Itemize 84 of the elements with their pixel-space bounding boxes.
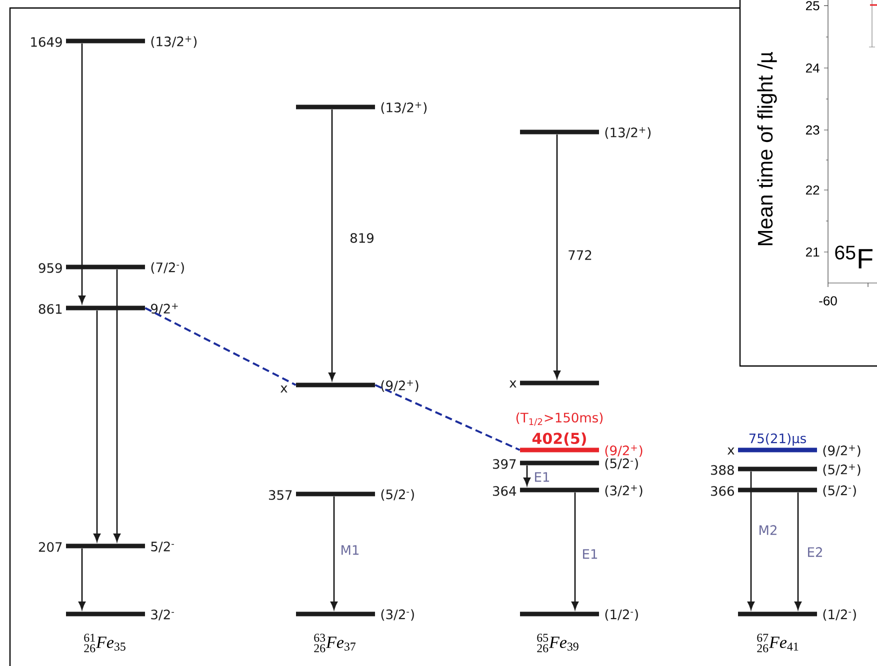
node-label: 861 [38, 304, 62, 314]
tick-label: 23 [806, 125, 820, 135]
energy-level: (13/2$^{+}$) [520, 127, 651, 139]
tick-label: 25 [806, 1, 820, 10]
energy-level: 959 (7/2$^{-}$) [38, 262, 184, 274]
energy-level: 364 (3/2$^{+}$) [492, 485, 642, 497]
isotope-label: ${}^{63}_{26}Fe_{37}$ [314, 634, 356, 652]
energy-level: 388 (5/2$^{+}$) [710, 464, 860, 476]
tick-label: 21 [806, 247, 820, 257]
node-label: (5/2$^{+}$) [823, 464, 860, 476]
energy-level: 1649 (13/2$^{+}$) [31, 36, 197, 48]
arrow [94, 310, 100, 542]
node-label: 1649 [31, 37, 62, 47]
tick-label: 22 [806, 185, 820, 195]
node-label: (1/2$^{-}$) [605, 609, 638, 621]
node-label: (3/2$^{+}$) [605, 485, 642, 497]
energy-level: x [510, 380, 599, 388]
tick-label: 24 [806, 63, 820, 73]
node-label: (5/2$^{-}$) [605, 458, 638, 470]
energy-level: (1/2$^{-}$) [520, 609, 638, 621]
arrow [794, 492, 802, 610]
node-label: (5/2$^{-}$) [823, 485, 856, 497]
node-label: (13/2$^{+}$) [605, 127, 651, 139]
edge-label: 772 [566, 249, 594, 261]
node-label: x [509, 380, 516, 388]
axis-title: Mean time of flight /µ [757, 52, 777, 246]
arrow [554, 134, 560, 379]
node-label: x [727, 447, 734, 455]
isotope-label: ${}^{67}_{26}Fe_{41}$ [757, 634, 798, 652]
isotope-label: ${}^{61}_{26}Fe_{35}$ [84, 634, 126, 652]
energy-level: 397 (5/2$^{-}$) [492, 458, 638, 470]
node-label: 3/2$^{-}$ [151, 610, 174, 620]
node-label: (13/2$^{+}$) [381, 102, 427, 114]
node-label: 357 [268, 490, 292, 500]
energy-level: (3/2$^{-}$) [296, 609, 414, 621]
node-label: 364 [492, 486, 516, 496]
energy-level: 207 5/2$^{-}$ [38, 542, 174, 552]
isotope-label: ${}^{65}_{26}Fe_{39}$ [537, 634, 578, 652]
node-label: (9/2$^{+}$) [605, 445, 642, 457]
node-label: 207 [38, 542, 62, 552]
arrow [524, 465, 530, 486]
arrow [114, 269, 120, 542]
node-label: 959 [38, 263, 62, 273]
node-label: 402(5) [532, 432, 586, 446]
connector-line [144, 307, 296, 386]
node-label: 397 [492, 459, 516, 469]
edge-label: E1 [532, 471, 552, 483]
edge-label: E1 [580, 548, 600, 560]
arrow [748, 471, 754, 610]
node-label: (3/2$^{-}$) [381, 609, 414, 621]
edge-label: M1 [339, 544, 361, 556]
node-label: x [280, 385, 288, 393]
energy-level: 357 (5/2$^{-}$) [268, 489, 414, 501]
node-label: (7/2$^{-}$) [151, 262, 184, 274]
arrow [78, 548, 86, 610]
node-label: 388 [710, 465, 734, 475]
energy-level: 366 (5/2$^{-}$) [710, 485, 856, 497]
energy-level: x (9/2$^{+}$) 75(21)µs [728, 433, 860, 457]
node-label: (1/2$^{-}$) [823, 609, 856, 621]
node-label: 75(21)µs [749, 433, 806, 446]
energy-level: (1/2$^{-}$) [738, 609, 856, 621]
arrow [572, 492, 578, 610]
tick-label: -60 [819, 296, 837, 306]
edge-label: M2 [757, 524, 779, 536]
edge-label: E2 [806, 546, 824, 558]
connector-line [374, 384, 520, 451]
energy-level: 3/2$^{-}$ [66, 610, 174, 620]
node-label: 5/2$^{-}$ [151, 542, 174, 552]
chart-annotation: $^{65}$F [835, 246, 872, 268]
node-label: (5/2$^{-}$) [381, 489, 414, 501]
node-label: (13/2$^{+}$) [151, 36, 197, 48]
arrow [330, 496, 338, 610]
energy-level: x (9/2$^{+}$) [280, 380, 418, 393]
energy-level: 861 9/2$^{+}$ [38, 303, 178, 315]
arrow [328, 109, 336, 381]
energy-level: (13/2$^{+}$) [296, 102, 427, 114]
node-label: (9/2$^{+}$) [381, 380, 418, 392]
node-label: (T$_{1/2}$>150ms) [516, 412, 603, 426]
arrow [78, 43, 86, 304]
node-label: (9/2$^{+}$) [823, 445, 860, 457]
energy-level: 402(5) (9/2$^{+}$) (T$_{1/2}$>150ms) [516, 412, 642, 457]
node-label: 366 [710, 486, 734, 496]
node-label: 9/2$^{+}$ [151, 303, 178, 315]
edge-label: 819 [348, 232, 376, 244]
